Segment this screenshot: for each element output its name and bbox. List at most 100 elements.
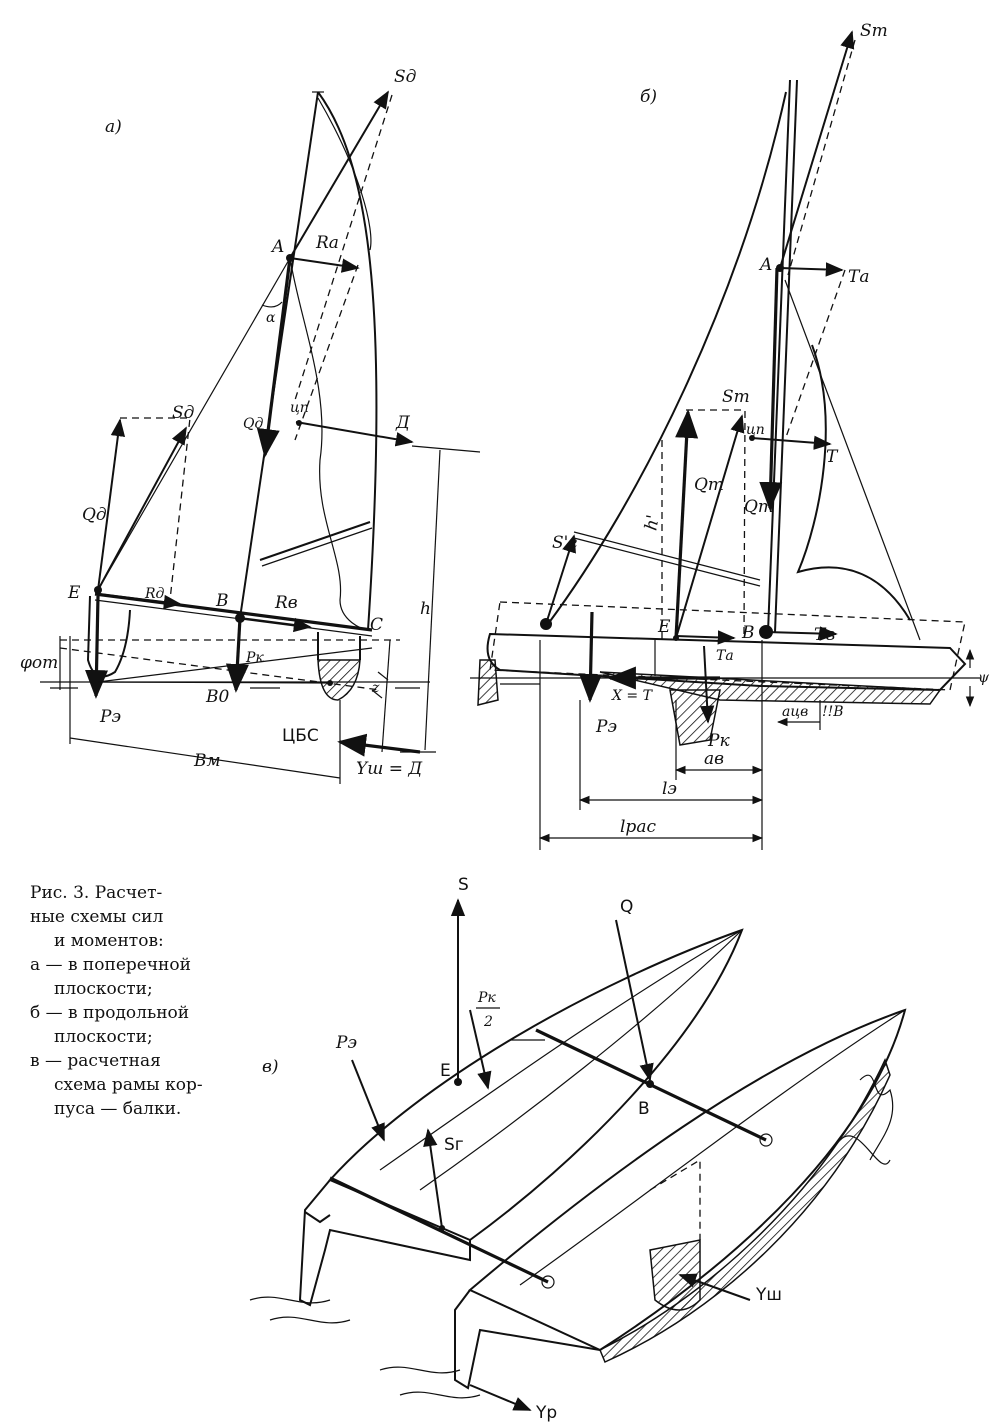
panel-c-label-E: E [440, 1061, 451, 1081]
caption-line: б — в продольной [30, 1003, 189, 1023]
panel-a-label-A: A [270, 237, 284, 257]
panel-c-label-Pk2-num: Pк [477, 990, 496, 1006]
panel-c-force-P-e [351, 1059, 385, 1142]
panel-b-label-lb: !!B [822, 704, 844, 720]
panel-a-label-S-top: Sд [394, 67, 417, 87]
panel-a-dim-B0 [97, 681, 331, 684]
panel-a-label-B0: B0 [205, 687, 229, 707]
panel-b-label-l-pac: lрас [620, 817, 656, 837]
panel-a-label-C: C [370, 615, 383, 635]
panel-b-force-T-B [765, 626, 838, 641]
panel-a-label-R-B: Rв [274, 593, 298, 613]
panel-a-point-B [235, 613, 245, 623]
panel-b-boom [573, 531, 761, 581]
panel-b-label-a-b: aв [704, 749, 724, 769]
panel-b-mainsail-luff [547, 91, 787, 625]
panel-a-label-Y: Yш = Д [356, 759, 423, 779]
panel-b-mast [767, 79, 791, 633]
caption-line: пуса — балки. [54, 1099, 181, 1119]
panel-c-force-S-g [423, 1128, 443, 1229]
panel-a-force-Q-left [97, 418, 126, 591]
panel-b-label: б) [640, 87, 657, 107]
panel-a-dim-h [424, 449, 441, 751]
panel-b-label-T-B: Tв [814, 625, 835, 645]
panel-b-label-T-A2: Tа [716, 648, 734, 664]
panel-b-force-T-A [779, 262, 844, 277]
panel-a-label-D: Д [395, 413, 411, 433]
panel-b-force-T-E [675, 630, 736, 645]
panel-c-point-B [646, 1080, 654, 1088]
panel-c-force-Pk2 [469, 1009, 492, 1090]
panel-b: б) [470, 21, 990, 850]
panel-b-force-Q-left [674, 409, 699, 639]
panel-b-label-B: B [741, 623, 755, 643]
panel-c-point-E [454, 1078, 462, 1086]
panel-a-force-Y [337, 733, 421, 757]
panel-a-sail-leech [289, 257, 369, 631]
panel-a-label-Bm: Bм [193, 751, 221, 771]
panel-c-label-Y-sh: Yш [755, 1285, 782, 1305]
panel-c-label-B: B [638, 1099, 650, 1119]
caption-line: а — в поперечной [30, 955, 191, 975]
panel-c-label-Pk2-den: 2 [483, 1014, 493, 1030]
panel-a-label: а) [105, 117, 122, 137]
panel-a-point-A [286, 254, 294, 262]
panel-a-label-phi: φот [20, 653, 58, 673]
panel-a-label-S-mid: Sд [172, 403, 195, 423]
caption-line: Рис. 3. Расчет- [30, 883, 162, 903]
panel-c-label: в) [262, 1057, 279, 1077]
panel-b-point-B [759, 625, 773, 639]
panel-c-waves [249, 1296, 331, 1304]
panel-b-label-P-k: Pк [707, 731, 730, 751]
panel-a-dim-Bm [69, 737, 341, 779]
panel-b-force-S-top [779, 30, 855, 269]
panel-b-label-l-e: lэ [662, 779, 677, 799]
panel-b-label-Q-left: Qт [694, 475, 724, 495]
panel-a-force-R-A [289, 257, 360, 273]
panel-c-label-Q: Q [620, 897, 633, 917]
panel-b-point-A [776, 264, 784, 272]
panel-b-label-h-prime: h' [641, 513, 663, 532]
panel-c-label-P-e: Pэ [335, 1033, 357, 1053]
panel-a-hull-left [86, 595, 131, 678]
caption-line: плоскости; [54, 979, 153, 999]
panel-b-point-cp [749, 435, 755, 441]
panel-c-hull-left-deck [328, 928, 744, 1242]
panel-b-label-P-e: Pэ [595, 717, 617, 737]
panel-c-rear-beam [329, 1176, 549, 1284]
panel-a-hull-right-submerged [317, 659, 361, 701]
panel-a-label-alpha: α [266, 310, 276, 326]
panel-a-label-Q-left: Qд [82, 505, 107, 525]
panel-a-force-R-E [97, 593, 182, 610]
panel-a-label-E: E [67, 583, 81, 603]
panel-a: а) [20, 67, 481, 784]
panel-c: в) [249, 875, 907, 1423]
panel-a-point-E [94, 586, 102, 594]
panel-b-label-psi: ψ [978, 670, 990, 686]
panel-a-shroud [97, 257, 291, 591]
panel-a-label-B: B [215, 591, 229, 611]
panel-b-forestay [784, 279, 921, 641]
panel-c-force-Y-sh [678, 1273, 751, 1301]
panel-a-force-R-B [239, 617, 312, 633]
caption-line: плоскости; [54, 1027, 153, 1047]
panel-a-label-R-E: Rд [144, 586, 165, 602]
panel-a-force-P-e [85, 595, 109, 699]
panel-b-force-P-e [579, 611, 603, 703]
panel-a-force-P-k [225, 617, 249, 693]
panel-a-label-P-e: Pэ [99, 707, 121, 727]
panel-a-label-clr: ЦБС [282, 726, 319, 746]
panel-b-point-Eg [540, 618, 552, 630]
panel-b-label-T-A: Tа [848, 267, 869, 287]
panel-a-label-R-A: Rа [315, 233, 339, 253]
panel-b-label-S-mid: Sт [722, 387, 750, 407]
panel-b-label-a-cb: aцв [782, 704, 808, 720]
panel-a-label-z: z [371, 680, 380, 696]
panel-c-force-Y-p [469, 1384, 532, 1411]
panel-b-label-T: T [826, 447, 839, 467]
panel-a-label-Q-mast: Qд [243, 416, 263, 432]
panel-a-label-P-k: Pк [245, 650, 264, 666]
caption-line: ные схемы сил [30, 907, 164, 927]
panel-b-force-S-mid [675, 414, 745, 639]
panel-a-label-h: h [420, 599, 431, 619]
